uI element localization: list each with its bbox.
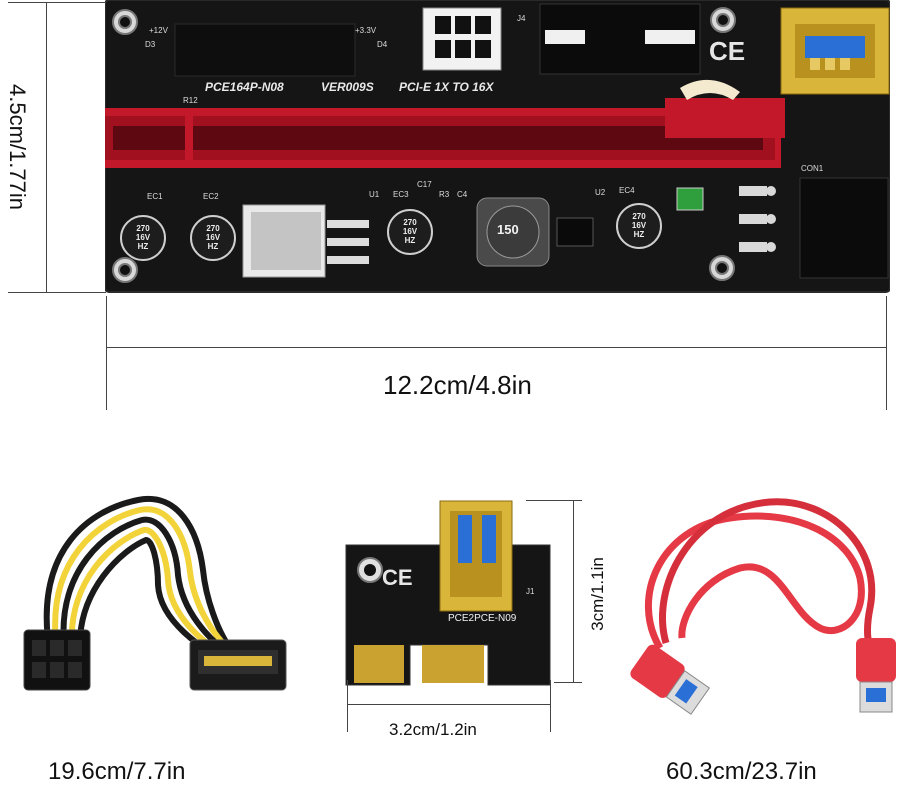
width-dim-left-tick — [106, 296, 107, 410]
usb3-port-adapter — [439, 500, 513, 612]
adapter-height-label: 3cm/1.1in — [588, 557, 607, 631]
power-cable-svg — [23, 495, 287, 691]
adapter-width-line — [347, 704, 550, 705]
cable-loop-2 — [659, 498, 879, 665]
ec3-label: EC3 — [393, 190, 409, 199]
adapter-model-label: PCE2PCE-N09 — [448, 613, 517, 624]
height-dim-top-tick — [8, 2, 106, 3]
r12-label: R12 — [183, 96, 198, 105]
inductor-value: 150 — [497, 222, 519, 237]
adapter-height-top-tick — [526, 500, 582, 501]
height-dim-bottom-tick — [8, 292, 106, 293]
capacitor-label-ec2: 270 16V HZ — [195, 224, 231, 251]
width-dim-right-tick — [886, 296, 887, 410]
usb-cable-length-label: 60.3cm/23.7in — [666, 758, 817, 785]
cap-value: 270 — [206, 224, 220, 233]
adapter-width-label: 3.2cm/1.2in — [389, 720, 477, 739]
cap-voltage: 16V — [135, 233, 151, 242]
c17-label: C17 — [417, 180, 432, 189]
con1-label: CON1 — [801, 164, 824, 173]
power-cable-length-label: 19.6cm/7.7in — [48, 758, 186, 785]
board-slot-label: PCI-E 1X TO 16X — [399, 80, 494, 94]
capacitor-label-ec4: 270 16V HZ — [621, 212, 657, 239]
gold-fingers — [354, 645, 484, 683]
v33-label: +3.3V — [355, 26, 377, 35]
ec1-label: EC1 — [147, 192, 163, 201]
usb-cable-svg — [630, 498, 896, 715]
usb-plug-right — [856, 638, 896, 713]
board-version-label: VER009S — [321, 80, 374, 94]
adapter-j1-label: J1 — [526, 587, 535, 596]
molex-pins — [739, 186, 776, 252]
cap-hz: HZ — [137, 242, 149, 251]
cap-voltage: 16V — [205, 233, 221, 242]
usb-adapter-svg: CE — [345, 500, 551, 686]
cap-hz: HZ — [404, 236, 416, 245]
status-led — [676, 187, 704, 211]
d3-label: D3 — [145, 40, 156, 49]
d4-label: D4 — [377, 40, 388, 49]
r3-label: R3 — [439, 190, 450, 199]
height-dim-line — [46, 2, 47, 292]
adapter-height-bottom-tick — [554, 682, 582, 683]
cap-hz: HZ — [207, 242, 219, 251]
v12-label: +12V — [149, 26, 168, 35]
capacitors — [120, 203, 662, 261]
cable-loop-1 — [644, 512, 865, 650]
riser-board-photo: CE — [99, 0, 891, 295]
riser-board-svg: CE — [99, 0, 891, 293]
ec4-label: EC4 — [619, 186, 635, 195]
adapter-width-left-tick — [347, 680, 348, 732]
usb3-port-board — [780, 7, 890, 95]
width-dim-line — [106, 347, 886, 348]
capacitor-label-ec3: 270 16V HZ — [392, 218, 428, 245]
cap-voltage: 16V — [631, 221, 647, 230]
u2-label: U2 — [595, 188, 606, 197]
cap-value: 270 — [632, 212, 646, 221]
capacitor-label-ec1: 270 16V HZ — [125, 224, 161, 251]
six-pin-power-connector — [422, 7, 502, 71]
adapter-ce-mark: CE — [382, 565, 413, 590]
c4-label: C4 — [457, 190, 468, 199]
usb-adapter-photo: CE PCE2PCE-N09 J1 — [340, 495, 560, 695]
pcie-x16-slot — [99, 79, 785, 168]
cap-value: 270 — [403, 218, 417, 227]
j4-label: J4 — [517, 14, 526, 23]
power-cable-photo — [18, 490, 298, 710]
board-width-label: 12.2cm/4.8in — [383, 370, 532, 400]
cap-value: 270 — [136, 224, 150, 233]
board-model-label: PCE164P-N08 — [205, 80, 284, 94]
adapter-height-line — [573, 500, 574, 682]
mounting-holes — [112, 7, 736, 283]
cap-voltage: 16V — [402, 227, 418, 236]
six-pin-plug — [23, 629, 91, 691]
board-height-label: 4.5cm/1.77in — [5, 84, 30, 210]
u1-label: U1 — [369, 190, 380, 199]
ec2-label: EC2 — [203, 192, 219, 201]
usb-plug-left — [630, 644, 711, 715]
adapter-width-right-tick — [550, 680, 551, 732]
ce-mark: CE — [709, 36, 745, 66]
usb-cable-photo — [620, 488, 900, 728]
cap-hz: HZ — [633, 230, 645, 239]
